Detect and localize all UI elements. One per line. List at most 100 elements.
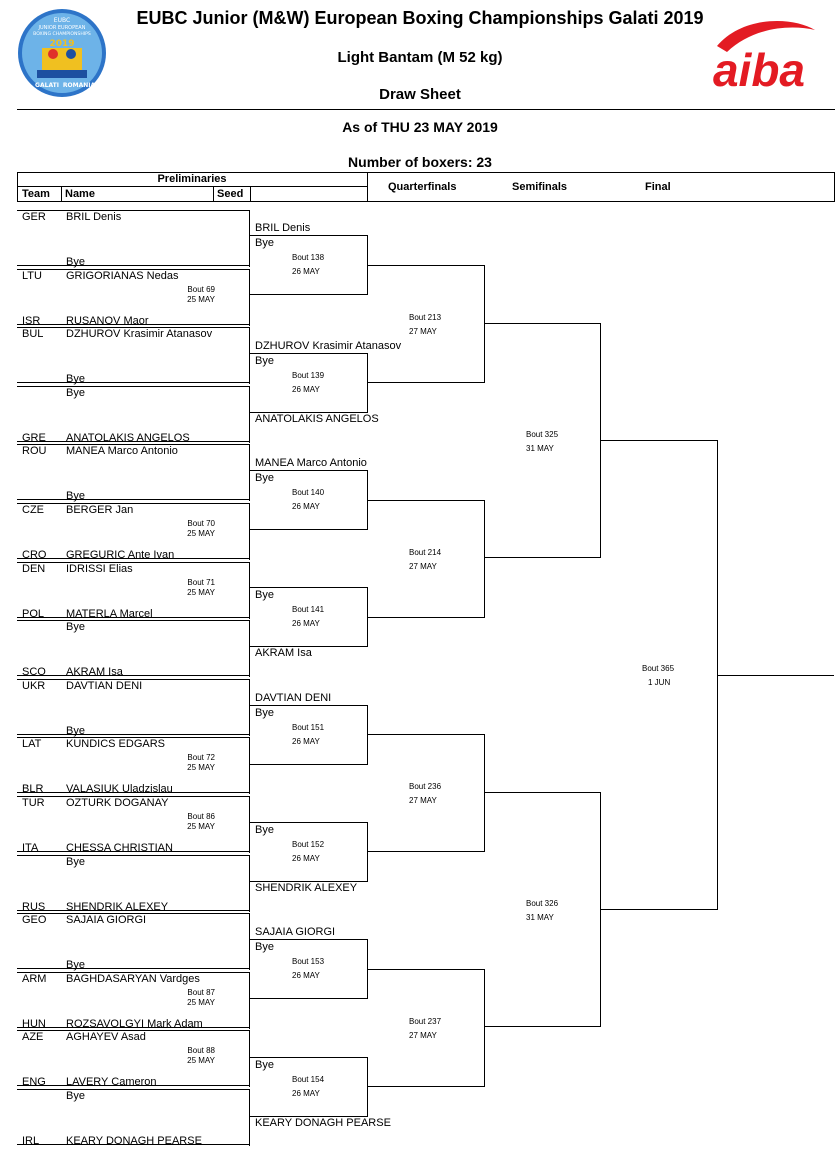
r16-bout-date: 26 MAY — [292, 737, 320, 746]
prelim-bout-number: Bout 87 — [187, 988, 215, 997]
sf-bout-date: 31 MAY — [526, 913, 554, 922]
slot-bottom-line — [17, 734, 250, 735]
slot-bottom-line — [17, 617, 250, 618]
slot-bottom-line — [17, 324, 250, 325]
sf-bout-number: Bout 325 — [526, 430, 559, 439]
slot-right-line — [249, 503, 250, 560]
slot-top-line — [17, 796, 250, 797]
qf-bottom-line — [367, 382, 484, 383]
r16-right-line — [367, 705, 368, 765]
qf-bout-date: 27 MAY — [409, 562, 437, 571]
slot-top-line — [17, 210, 250, 211]
r16-bottom-name: Bye — [255, 824, 274, 836]
col-quarterfinals: Quarterfinals — [388, 181, 457, 193]
prelim-bout-number: Bout 88 — [187, 1046, 215, 1055]
qf-bout-date: 27 MAY — [409, 327, 437, 336]
boxer-name: CHESSA CHRISTIAN — [66, 842, 173, 854]
r16-top-line — [250, 1057, 367, 1058]
team-code: ENG — [22, 1076, 46, 1088]
boxer-name: BERGER Jan — [66, 504, 134, 516]
boxer-name: Bye — [66, 256, 85, 268]
slot-top-line — [17, 620, 250, 621]
slot-top-line — [17, 913, 250, 914]
boxer-name: OZTURK DOGANAY — [66, 797, 169, 809]
boxer-name: ROZSAVOLGYI Mark Adam — [66, 1018, 203, 1030]
team-code: ITA — [22, 842, 39, 854]
r16-bottom-line — [250, 998, 367, 999]
qf-bout-number: Bout 236 — [409, 782, 442, 791]
boxer-name: Bye — [66, 725, 85, 737]
boxer-name: BAGHDASARYAN Vardges — [66, 973, 200, 985]
team-code: ARM — [22, 973, 47, 985]
slot-bottom-line — [17, 1027, 250, 1028]
r16-bout-number: Bout 140 — [292, 488, 325, 497]
r16-advancing-name: AKRAM Isa — [255, 647, 312, 659]
r16-bout-date: 26 MAY — [292, 854, 320, 863]
team-code: HUN — [22, 1018, 46, 1030]
qf-bottom-line — [367, 1086, 484, 1087]
slot-top-line — [17, 1089, 250, 1090]
slot-top-line — [17, 386, 250, 387]
slot-top-line — [17, 269, 250, 270]
team-code: POL — [22, 608, 45, 620]
boxer-name: AKRAM Isa — [66, 666, 123, 678]
sf-bottom-line — [484, 557, 600, 558]
boxer-name: Bye — [66, 490, 85, 502]
qf-right-line — [484, 734, 485, 852]
svg-text:BOXING CHAMPIONSHIPS: BOXING CHAMPIONSHIPS — [33, 31, 91, 37]
r16-bout-number: Bout 152 — [292, 840, 325, 849]
r16-top-name: DAVTIAN DENI — [255, 692, 332, 704]
sf-top-line — [484, 323, 600, 324]
r16-top-line — [250, 939, 367, 940]
r16-right-line — [367, 1057, 368, 1117]
r16-bout-number: Bout 138 — [292, 253, 325, 262]
slot-bottom-line — [17, 1144, 250, 1145]
r16-bout-date: 26 MAY — [292, 971, 320, 980]
r16-top-name: MANEA Marco Antonio — [255, 457, 367, 469]
slot-right-line — [249, 972, 250, 1029]
slot-top-line — [17, 737, 250, 738]
team-code: DEN — [22, 563, 46, 575]
slot-bottom-line — [17, 441, 250, 442]
team-code: SCO — [22, 666, 46, 678]
slot-bottom-line — [17, 910, 250, 911]
qf-bout-date: 27 MAY — [409, 796, 437, 805]
slot-right-line — [249, 620, 250, 677]
slot-right-line — [249, 913, 250, 970]
r16-top-line — [250, 822, 367, 823]
final-top-line — [600, 440, 717, 441]
boxer-name: IDRISSI Elias — [66, 563, 133, 575]
qf-bout-number: Bout 237 — [409, 1017, 442, 1026]
boxer-name: DAVTIAN DENI — [66, 680, 143, 692]
boxer-name: ANATOLAKIS ANGELOS — [66, 432, 190, 444]
event-title: EUBC Junior (M&W) European Boxing Champi… — [136, 8, 704, 28]
boxer-name: AGHAYEV Asad — [66, 1031, 146, 1043]
team-code: LTU — [22, 270, 42, 282]
r16-bout-date: 26 MAY — [292, 385, 320, 394]
r16-top-line — [250, 587, 367, 588]
slot-bottom-line — [17, 792, 250, 793]
r16-bottom-line — [250, 1116, 367, 1117]
boxer-name: SHENDRIK ALEXEY — [66, 901, 169, 913]
slot-bottom-line — [17, 499, 250, 500]
r16-bottom-line — [250, 529, 367, 530]
header-divider — [17, 109, 835, 110]
team-code: BLR — [22, 783, 44, 795]
svg-text:2019: 2019 — [49, 39, 74, 49]
qf-bout-number: Bout 213 — [409, 313, 442, 322]
r16-bout-number: Bout 154 — [292, 1075, 325, 1084]
final-bottom-line — [600, 909, 717, 910]
qf-right-line — [484, 500, 485, 618]
slot-right-line — [249, 327, 250, 384]
r16-bout-number: Bout 151 — [292, 723, 325, 732]
slot-top-line — [17, 679, 250, 680]
qf-bottom-line — [367, 851, 484, 852]
boxer-name: BRIL Denis — [66, 211, 122, 223]
slot-right-line — [249, 386, 250, 443]
slot-right-line — [249, 210, 250, 267]
as-of-date: As of THU 23 MAY 2019 — [342, 119, 498, 135]
qf-top-line — [367, 969, 484, 970]
svg-text:ROMANIA: ROMANIA — [63, 82, 96, 89]
svg-text:JUNIOR EUROPEAN: JUNIOR EUROPEAN — [38, 25, 86, 31]
slot-right-line — [249, 444, 250, 501]
